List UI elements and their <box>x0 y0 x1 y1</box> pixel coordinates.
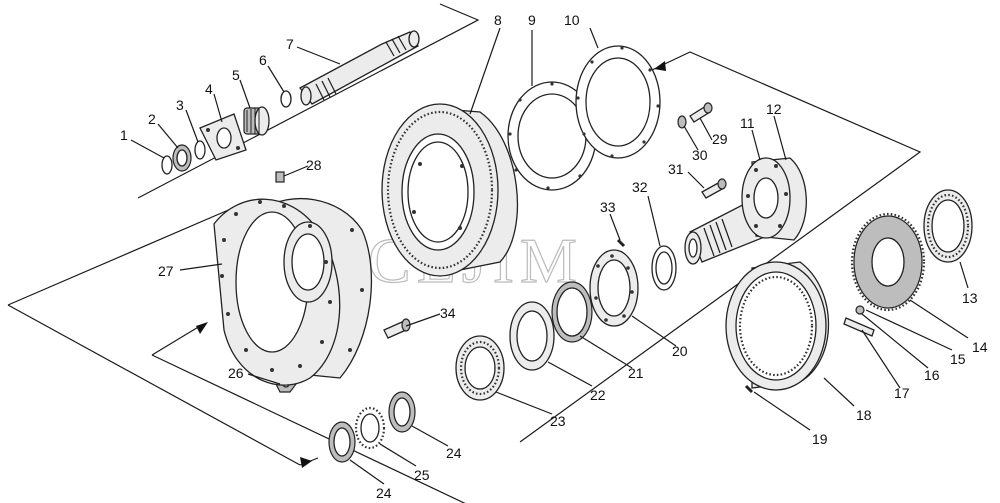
label-part-13: 13 <box>962 290 978 306</box>
label-part-6: 6 <box>259 52 267 68</box>
part-17-lock-plate <box>843 317 875 337</box>
part-9-gasket <box>507 81 597 191</box>
part-32-ring <box>651 245 677 291</box>
label-part-23: 23 <box>550 413 566 429</box>
part-24-ring-a <box>388 391 416 433</box>
arrow-heads <box>196 61 666 468</box>
part-15-16-nut <box>855 305 865 315</box>
part-4-plate <box>199 113 247 161</box>
part-33-pin <box>616 238 626 248</box>
label-part-2: 2 <box>148 111 156 127</box>
label-part-5: 5 <box>232 67 240 83</box>
part-22-seal <box>509 301 555 371</box>
label-part-28: 28 <box>306 157 322 173</box>
part-19-bolt <box>744 384 754 394</box>
label-part-27: 27 <box>158 263 174 279</box>
part-8-drum <box>381 103 518 277</box>
label-part-30: 30 <box>692 147 708 163</box>
label-part-32: 32 <box>632 179 648 195</box>
part-24-ring-b <box>328 421 356 463</box>
part-2-bearing <box>172 144 192 172</box>
label-part-8: 8 <box>494 12 502 28</box>
part-28-plug <box>275 171 285 183</box>
label-part-4: 4 <box>205 81 213 97</box>
part-10-gasket <box>575 45 661 159</box>
part-6-ring <box>280 90 292 108</box>
label-part-7: 7 <box>286 36 294 52</box>
part-31-bolt <box>701 178 727 199</box>
part-20-carrier <box>589 249 639 327</box>
leader-lines <box>130 27 969 485</box>
label-part-22: 22 <box>590 387 606 403</box>
part-1-ring <box>161 155 173 175</box>
part-25-lock-washer <box>354 406 386 450</box>
label-part-16: 16 <box>924 367 940 383</box>
part-18-ring-gear <box>725 261 829 391</box>
label-part-31: 31 <box>668 161 684 177</box>
part-30-washer <box>677 115 687 129</box>
part-21-seal <box>551 281 593 343</box>
part-5-gear <box>243 106 270 136</box>
label-part-24a: 24 <box>446 445 462 461</box>
part-3-ring <box>194 140 206 160</box>
part-7-shaft <box>299 30 420 106</box>
part-27-housing <box>213 198 372 386</box>
part-29-bolt <box>689 102 713 123</box>
label-part-10: 10 <box>564 12 580 28</box>
label-part-1: 1 <box>120 127 128 143</box>
label-part-34: 34 <box>440 305 456 321</box>
label-part-21: 21 <box>628 365 644 381</box>
label-part-29: 29 <box>712 131 728 147</box>
part-number-labels: 1 2 3 4 5 6 7 8 9 10 11 12 13 14 15 16 1… <box>120 12 988 501</box>
label-part-14: 14 <box>972 339 988 355</box>
label-part-19: 19 <box>812 431 828 447</box>
part-23-bearing <box>455 335 505 401</box>
label-part-15: 15 <box>950 351 966 367</box>
label-part-20: 20 <box>672 343 688 359</box>
label-part-26: 26 <box>228 365 244 381</box>
label-part-18: 18 <box>856 407 872 423</box>
guide-lines <box>7 3 922 503</box>
label-part-33: 33 <box>600 199 616 215</box>
label-part-24b: 24 <box>376 485 392 501</box>
label-part-9: 9 <box>528 12 536 28</box>
label-part-25: 25 <box>414 467 430 483</box>
label-part-12: 12 <box>766 101 782 117</box>
part-34-bolt <box>383 318 411 339</box>
part-13-bearing <box>923 189 973 263</box>
label-part-17: 17 <box>894 385 910 401</box>
label-part-11: 11 <box>740 115 755 131</box>
part-11-flange-shaft <box>684 157 807 265</box>
part-14-gear <box>850 212 926 312</box>
label-part-3: 3 <box>176 97 184 113</box>
